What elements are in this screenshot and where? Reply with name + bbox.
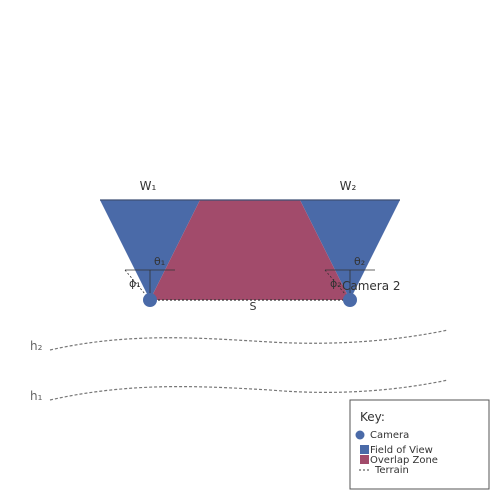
terrain-line-h1 [49, 379, 449, 401]
legend-overlap-zone-icon [360, 455, 369, 464]
legend-field-of-view-icon [360, 445, 369, 454]
theta1-label: θ₁ [154, 255, 165, 268]
legend-title: Key: [360, 410, 385, 424]
overlap-zone [150, 200, 350, 300]
phi1-label: ϕ₁ [129, 277, 141, 290]
legend-terrain-label: Terrain [374, 465, 409, 476]
w2-label: W₂ [340, 179, 357, 193]
legend-frame [349, 399, 490, 490]
separation-label: S [250, 300, 257, 313]
camera-1-icon [143, 293, 157, 307]
h1-label: h₁ [30, 389, 43, 403]
legend-camera-label: Camera [370, 430, 409, 441]
camera-2-label: Camera 2 [342, 279, 401, 293]
camera-2-field-of-view [300, 200, 400, 300]
terrain-line-h2 [49, 329, 449, 351]
camera-1-field-of-view [100, 200, 200, 300]
legend-overlap-zone-label: Overlap Zone [370, 455, 438, 466]
legend: Key: Camera Field of View Overlap Zone T… [349, 399, 490, 490]
legend-camera-icon [355, 430, 365, 440]
h2-label: h₂ [30, 339, 43, 353]
legend-field-of-view-label: Field of View [370, 445, 433, 456]
w1-label: W₁ [140, 179, 157, 193]
phi2-label: ϕ₂ [330, 277, 342, 290]
theta2-label: θ₂ [354, 255, 365, 268]
camera-2-icon [343, 293, 357, 307]
